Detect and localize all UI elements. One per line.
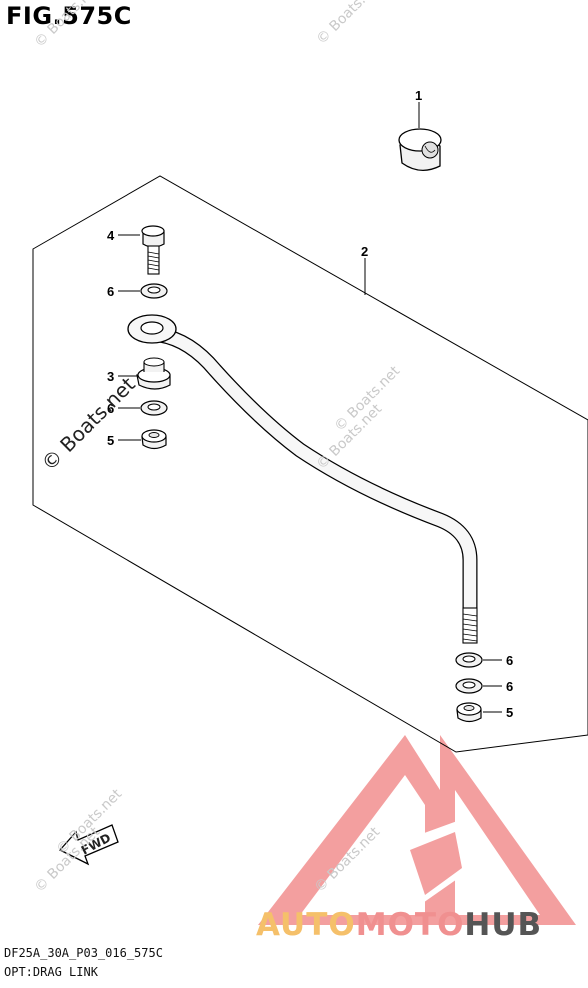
watermark-2: © Boats.net — [314, 0, 386, 48]
part-2-drag-link — [127, 314, 478, 644]
part-4-bolt — [141, 225, 165, 275]
footer-description: OPT:DRAG LINK — [4, 965, 98, 979]
part-5-locknut-left — [141, 429, 167, 450]
callout-6-upper: 6 — [107, 284, 114, 299]
footer-code: DF25A_30A_P03_016_575C — [4, 946, 163, 960]
brand-wordmark: AUTOMOTOHUB — [256, 907, 542, 943]
callout-5-left: 5 — [107, 433, 114, 448]
brand-logo-mark — [258, 735, 576, 925]
assembly-outline — [32, 175, 588, 753]
callout-2: 2 — [361, 244, 368, 259]
part-6-washer-right-upper — [455, 652, 483, 668]
callout-1: 1 — [415, 88, 422, 103]
part-6-washer-middle — [140, 400, 168, 416]
callout-6-right-lower: 6 — [506, 679, 513, 694]
part-3-bushing — [136, 357, 171, 390]
brand-auto: AUTO — [256, 907, 356, 943]
callout-5-right: 5 — [506, 705, 513, 720]
watermark-main: © Boats.net — [37, 372, 140, 475]
callout-4: 4 — [107, 228, 115, 243]
callout-3: 3 — [107, 369, 114, 384]
watermark-1: © Boats.net — [32, 0, 104, 51]
callout-6-right-upper: 6 — [506, 653, 513, 668]
brand-moto: MOTO — [356, 907, 465, 943]
figure-title: FIG.575C — [6, 2, 132, 30]
brand-hub: HUB — [464, 907, 542, 943]
part-1-nut — [398, 128, 442, 171]
callout-6-middle: 6 — [107, 401, 114, 416]
part-6-washer-right-lower — [455, 678, 483, 694]
part-5-locknut-right — [456, 702, 482, 723]
part-6-washer-upper — [140, 283, 168, 299]
